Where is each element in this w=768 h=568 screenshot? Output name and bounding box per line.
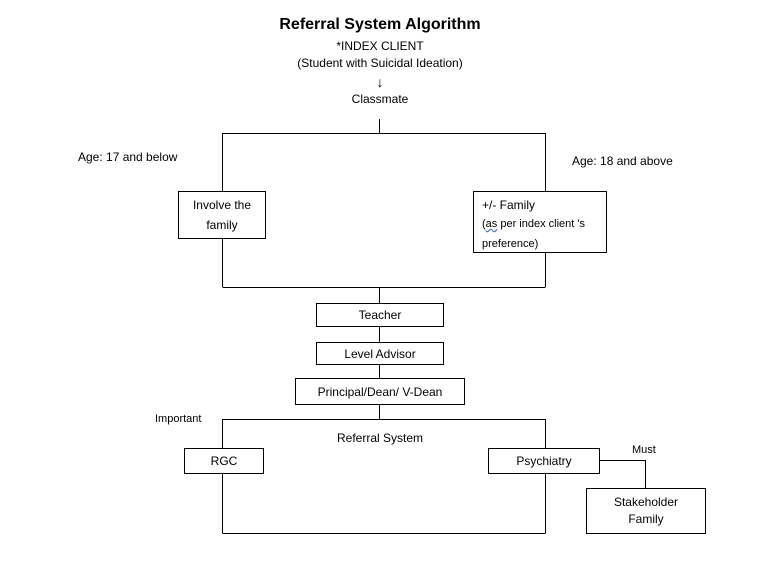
involve-family-line2: family	[206, 218, 238, 232]
age-17-below-label: Age: 17 and below	[78, 150, 178, 164]
stakeholder-family-box: Stakeholder Family	[586, 488, 706, 534]
psychiatry-box: Psychiatry	[488, 448, 600, 474]
stakeholder-line2: Family	[628, 512, 664, 526]
principal-label: Principal/Dean/ V-Dean	[317, 384, 443, 399]
index-client-description: (Student with Suicidal Ideation)	[297, 56, 463, 70]
rgc-label: RGC	[210, 454, 238, 468]
rgc-box: RGC	[184, 448, 264, 474]
important-label: Important	[155, 413, 202, 425]
referral-system-label: Referral System	[336, 431, 424, 445]
optional-family-line1: +/- Family	[482, 198, 536, 212]
involve-family-line1: Involve the	[192, 198, 252, 212]
psychiatry-label: Psychiatry	[516, 454, 572, 468]
optional-family-line2: (as per index client 's	[482, 214, 585, 234]
index-client-label: *INDEX CLIENT	[336, 39, 424, 53]
optional-family-paren: (	[482, 218, 486, 230]
level-advisor-label: Level Advisor	[344, 346, 416, 361]
optional-family-as: as	[485, 218, 498, 230]
involve-family-box: Involve the family	[178, 191, 266, 239]
level-advisor-box: Level Advisor	[316, 342, 444, 365]
optional-family-box: +/- Family (as per index client 's prefe…	[473, 191, 607, 253]
teacher-label: Teacher	[358, 308, 402, 322]
age-18-above-label: Age: 18 and above	[572, 154, 673, 168]
diagram-title: Referral System Algorithm	[279, 16, 481, 33]
teacher-box: Teacher	[316, 303, 444, 327]
arrow-down-icon: ↓	[376, 74, 384, 90]
optional-family-rest: per index client 's	[497, 218, 585, 230]
stakeholder-line1: Stakeholder	[613, 495, 679, 509]
principal-box: Principal/Dean/ V-Dean	[295, 378, 465, 405]
must-label: Must	[632, 444, 656, 456]
classmate-label: Classmate	[351, 92, 409, 106]
optional-family-line3: preference)	[482, 238, 539, 250]
